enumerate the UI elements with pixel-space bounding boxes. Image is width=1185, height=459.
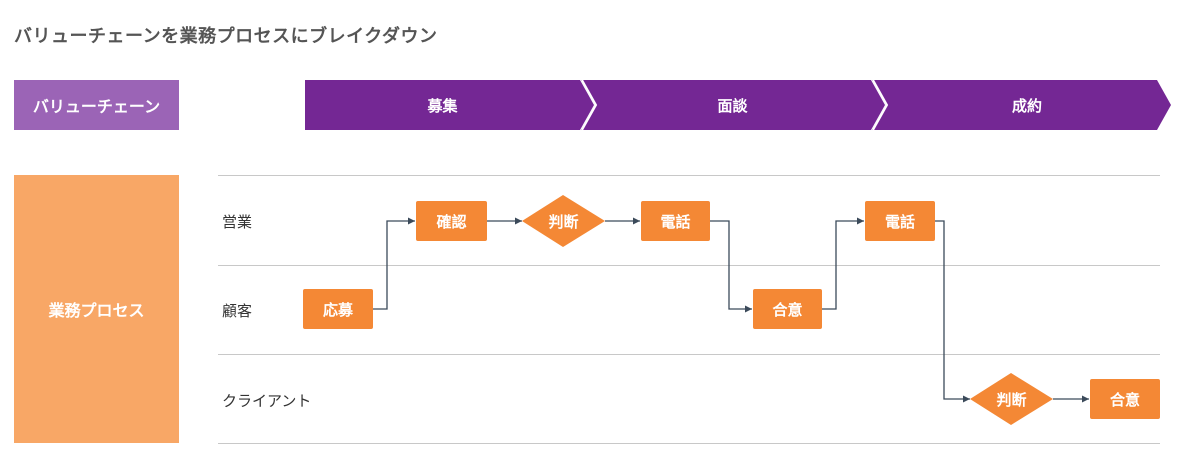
- chevron-divider-2: [872, 79, 889, 131]
- chevron-stage-3: [872, 80, 1171, 130]
- connector-oubo-kakunin: [373, 217, 415, 310]
- page-title: バリューチェーンを業務プロセスにブレイクダウン: [14, 26, 438, 47]
- node-handan-2: 判断: [996, 390, 1027, 409]
- lane-divider: [218, 265, 1160, 266]
- value-chain-label: バリューチェーン: [14, 80, 179, 130]
- lane-label-sales: 営業: [222, 213, 253, 231]
- node-goi-1: 合意: [753, 289, 822, 329]
- lane-divider: [218, 175, 1160, 176]
- node-denwa-2: 電話: [865, 201, 935, 241]
- stage-label-mendan: 面談: [717, 96, 748, 115]
- business-process-label: 業務プロセス: [14, 175, 179, 443]
- node-oubo: 応募: [303, 289, 373, 329]
- stage-label-seiyaku: 成約: [1011, 96, 1042, 115]
- decision-diamond-2: [970, 373, 1053, 425]
- connector-goi-denwa: [822, 217, 864, 310]
- lane-divider: [218, 443, 1160, 444]
- chevron-stage-1: [305, 80, 594, 130]
- lane-label-client: クライアント: [222, 392, 312, 410]
- connector-denwa-goi: [710, 220, 752, 313]
- connector-denwa-handan: [935, 220, 970, 403]
- chevron-divider-1: [581, 79, 598, 131]
- lane-divider: [218, 354, 1160, 355]
- node-denwa-1: 電話: [641, 201, 710, 241]
- chevron-stage-2: [581, 80, 885, 130]
- node-handan-1: 判断: [548, 212, 579, 231]
- decision-diamond-1: [522, 195, 605, 247]
- stage-label-boshu: 募集: [427, 96, 458, 115]
- lane-label-customer: 顧客: [222, 302, 253, 320]
- node-kakunin: 確認: [416, 201, 487, 241]
- node-goi-2: 合意: [1090, 379, 1160, 419]
